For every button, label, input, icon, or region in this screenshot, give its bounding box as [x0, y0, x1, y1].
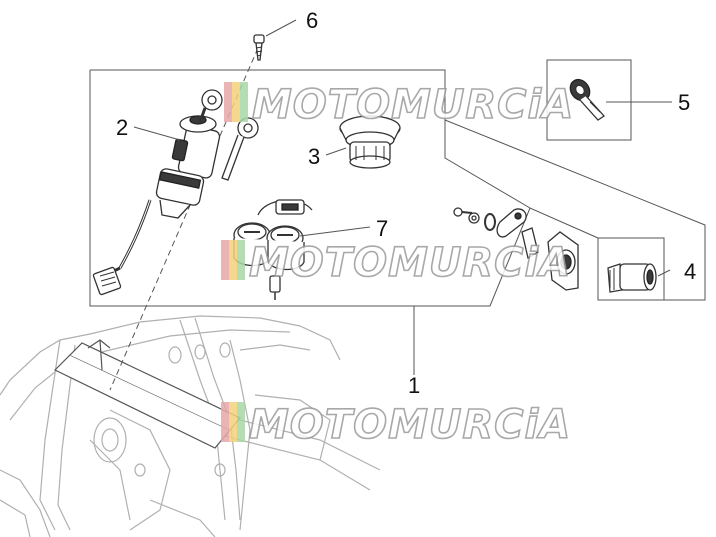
watermark-top: MOTOMURCiA: [224, 81, 574, 129]
part-3-fuel-cap: [339, 115, 401, 169]
callout-leaders: [133, 19, 672, 375]
callout-6: 6: [306, 8, 318, 33]
part-7-lock-set: [233, 199, 313, 300]
callout-3: 3: [308, 144, 320, 169]
watermark-middle: MOTOMURCiA: [221, 239, 571, 287]
steering-tube: [53, 339, 241, 449]
callout-2: 2: [116, 115, 128, 140]
callout-4: 4: [684, 259, 696, 284]
part-5-key: [546, 59, 632, 141]
callout-7: 7: [376, 216, 388, 241]
watermark-text-bottom: MOTOMURCiA: [249, 402, 571, 448]
watermark-bottom: MOTOMURCiA: [221, 401, 571, 449]
watermark-text-top: MOTOMURCiA: [252, 82, 574, 128]
part-6-screw: [253, 34, 265, 61]
watermark-text-middle: MOTOMURCiA: [249, 240, 571, 286]
part-2-ignition-switch: [92, 89, 259, 296]
callout-1: 1: [408, 373, 420, 398]
callout-5: 5: [678, 90, 690, 115]
part-4-saddle-lock: [453, 207, 665, 301]
